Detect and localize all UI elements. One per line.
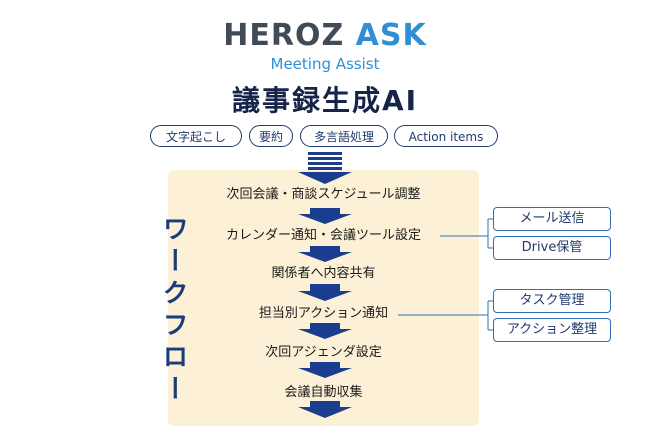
stack-bar bbox=[308, 162, 342, 165]
flow-arrow bbox=[298, 323, 352, 339]
logo-heroz: HEROZ bbox=[223, 18, 345, 53]
step-schedule: 次回会議・商談スケジュール調整 bbox=[226, 187, 421, 202]
flow-arrow bbox=[298, 246, 352, 262]
subtitle: Meeting Assist bbox=[270, 55, 380, 73]
tag-multilingual: 多言語処理 bbox=[300, 125, 388, 147]
step-agenda: 次回アジェンダ設定 bbox=[265, 345, 382, 360]
flow-arrow bbox=[298, 208, 352, 224]
step-action-notice: 担当別アクション通知 bbox=[258, 306, 389, 321]
tag-summary: 要約 bbox=[249, 125, 293, 147]
tag-action-items: Action items bbox=[394, 125, 498, 147]
option-action-organize: アクション整理 bbox=[493, 318, 611, 342]
flow-arrow bbox=[298, 362, 352, 378]
stack-bar bbox=[308, 152, 342, 155]
step-auto-collect: 会議自動収集 bbox=[284, 385, 363, 400]
flow-arrow bbox=[298, 401, 352, 418]
step-calendar: カレンダー通知・会議ツール設定 bbox=[225, 228, 421, 243]
logo-ask: ASK bbox=[355, 18, 427, 53]
flow-arrow bbox=[298, 284, 352, 301]
step-share: 関係者へ内容共有 bbox=[271, 266, 376, 281]
stack-bar bbox=[308, 167, 342, 170]
flow-arrow-head bbox=[298, 172, 352, 184]
heroz-ask-logo: HEROZ ASK bbox=[0, 18, 650, 54]
workflow-side-label: ワークフロー bbox=[158, 215, 188, 407]
option-drive-storage: Drive保管 bbox=[493, 236, 611, 260]
stack-bar bbox=[308, 157, 342, 160]
tag-transcription: 文字起こし bbox=[150, 125, 242, 147]
option-task-management: タスク管理 bbox=[493, 289, 611, 313]
option-send-email: メール送信 bbox=[493, 207, 611, 231]
page-title: 議事録生成AI bbox=[231, 84, 419, 117]
